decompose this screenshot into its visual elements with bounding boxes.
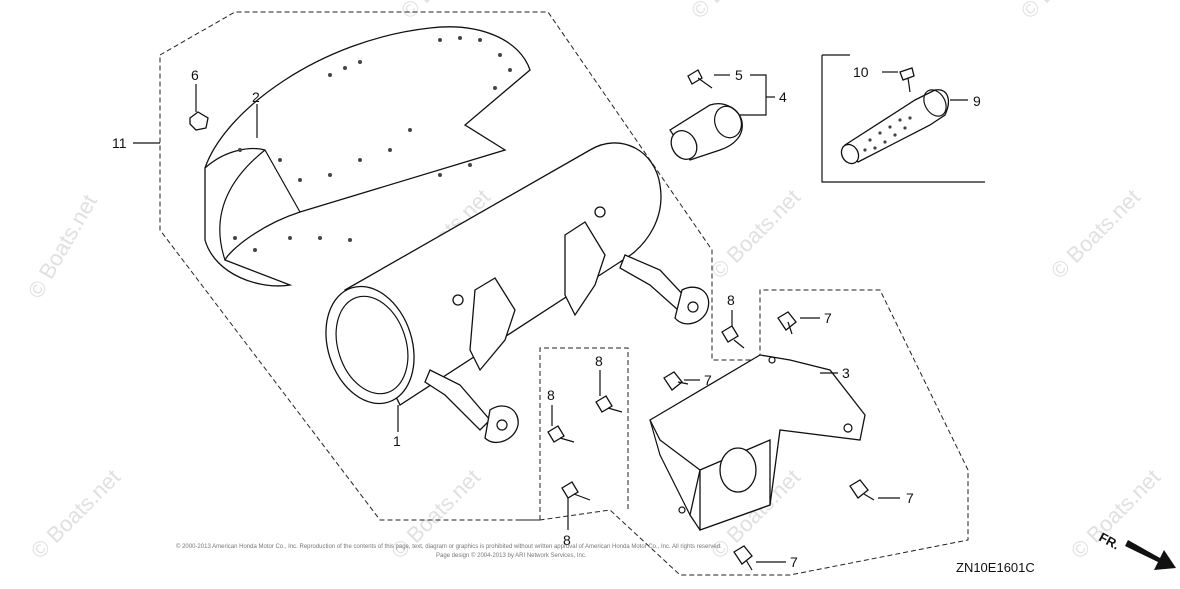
assembly-outline-main [159,11,969,576]
watermark-right: © Boats.net [1046,184,1145,283]
bolt-7-a [777,311,797,335]
callout-9: 9 [973,93,981,109]
callout-2: 2 [252,89,260,105]
watermark-center-2: © Boats.net [706,184,805,283]
callout-7-b: 7 [704,372,712,388]
watermark-top-right-2: © Boats.net [1016,0,1115,24]
callout-1: 1 [393,433,401,449]
front-arrow-icon [1125,540,1176,570]
spark-arrester-mesh [863,116,912,152]
leader-lines [133,71,968,563]
watermark-top-right: © Boats.net [686,0,785,24]
callout-7-a: 7 [824,310,832,326]
bolt-7-d [733,545,753,571]
spark-arrester [840,67,949,165]
callout-8-b: 8 [595,353,603,369]
spark-arrester-box [821,55,985,183]
front-direction-indicator: FR. [1097,529,1176,570]
watermark-bottom-left: © Boats.net [26,464,125,563]
bolt-7-b [663,371,689,391]
bolt-8-d [561,481,591,501]
callout-3: 3 [842,365,850,381]
muffler-protector [204,26,531,287]
muffler [325,142,710,443]
screw-10 [899,67,915,93]
callout-5: 5 [735,67,743,83]
bolt-8-b [595,395,623,413]
callout-7-c: 7 [906,490,914,506]
callout-8-d: 8 [563,532,571,548]
bolt-7-c [849,479,875,501]
callout-11: 11 [112,135,127,151]
callout-labels: 1 2 3 4 5 6 7 7 7 7 8 8 8 8 9 10 11 [112,64,981,570]
protector-holes [233,36,512,252]
bolt-8-c [547,425,575,443]
callout-8-a: 8 [727,292,735,308]
callout-6: 6 [191,67,199,83]
bolt-8-a [721,325,745,349]
callout-8-c: 8 [547,387,555,403]
muffler-stay [649,354,866,531]
callout-10: 10 [853,64,869,80]
copyright-line-2: Page design © 2004-2013 by ARI Network S… [436,552,587,559]
bolt-cluster-outline [539,347,629,520]
watermark-left: © Boats.net [23,190,102,302]
callout-4: 4 [779,89,787,105]
callout-7-d: 7 [790,554,798,570]
diagram-code: ZN10E1601C [956,560,1035,575]
nut-6 [189,111,209,131]
copyright-line-1: © 2000-2013 American Honda Motor Co., In… [176,543,722,550]
exhaust-tip [669,69,743,161]
screw-5 [687,69,713,89]
